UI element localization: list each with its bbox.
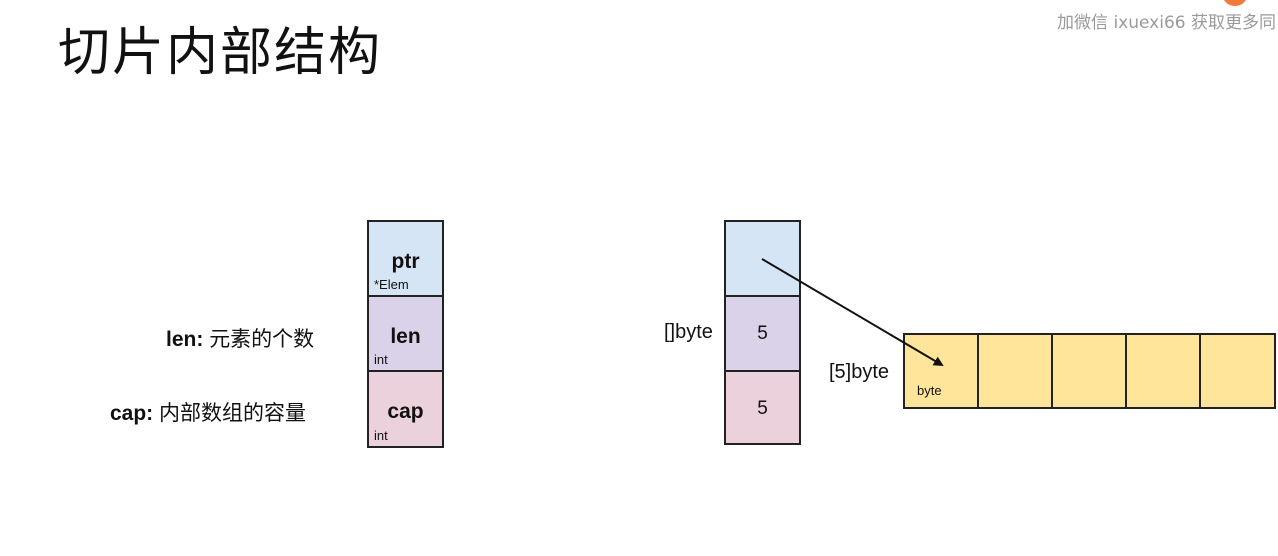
slice-type-label: []byte [664,321,713,343]
len-annotation-desc: 元素的个数 [209,327,315,351]
cap-field-name: cap [387,400,424,423]
cap-field-type: int [374,428,388,443]
ptr-field-name: ptr [391,250,420,273]
array-cell [1199,333,1276,409]
watermark: 加微信 ixuexi66 获取更多同 [1057,13,1276,33]
slice-cap-cell: 5 [724,370,801,445]
cap-annotation-key: cap: [110,402,154,425]
array-type-label: [5]byte [829,361,890,383]
slice-len-value: 5 [757,323,768,344]
slice-len-cell: 5 [724,295,801,372]
ptr-field-type: *Elem [374,277,409,292]
len-field-type: int [374,352,388,367]
array-element-type: byte [917,383,942,398]
ptr-field-cell: ptr *Elem [367,220,444,297]
cap-annotation-desc: 内部数组的容量 [159,401,307,425]
array-cell: byte [903,333,979,409]
cap-annotation: cap: 内部数组的容量 [110,397,306,427]
page-title: 切片内部结构 [58,23,383,83]
len-annotation: len: 元素的个数 [166,323,314,353]
brand-logo-icon [1222,0,1248,6]
len-annotation-key: len: [166,328,204,351]
slice-cap-value: 5 [757,398,768,419]
len-field-name: len [390,325,421,348]
cap-field-cell: cap int [367,370,444,448]
